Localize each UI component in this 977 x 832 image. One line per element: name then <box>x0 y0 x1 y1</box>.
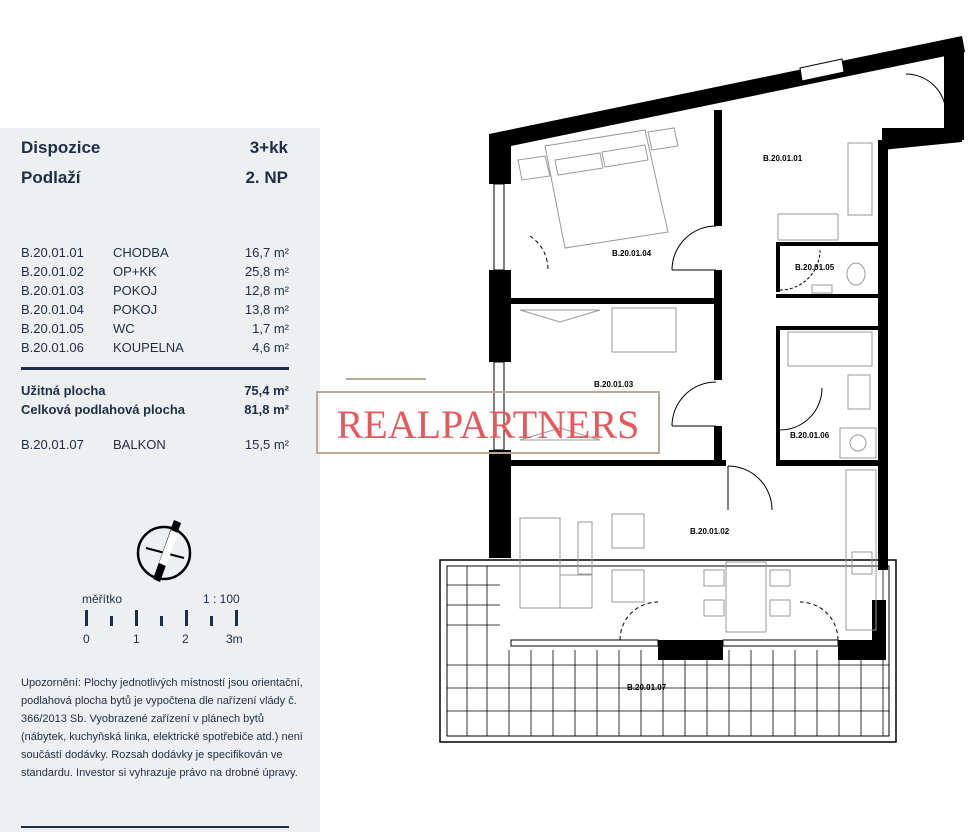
room-code: B.20.01.04 <box>21 302 84 317</box>
outer-walls <box>489 36 965 660</box>
room-area: 12,8 m² <box>244 283 289 298</box>
room-name: CHODBA <box>113 245 169 260</box>
disposition-label: Dispozice <box>21 138 101 157</box>
usable-area-value: 75,4 m² <box>244 383 289 398</box>
plan-label-wc: B.20.01.05 <box>795 263 835 272</box>
table-divider <box>21 367 289 370</box>
room-row: B.20.01.03 POKOJ 12,8 m² <box>21 283 289 300</box>
info-panel <box>0 128 320 832</box>
plan-label-chodba: B.20.01.01 <box>763 154 803 163</box>
room-row: B.20.01.01 CHODBA 16,7 m² <box>21 245 289 262</box>
room-row: B.20.01.05 WC 1,7 m² <box>21 321 289 338</box>
scale-tick-0: 0 <box>83 632 90 646</box>
scale-tick-3: 3m <box>226 632 243 646</box>
plan-label-op-kk: B.20.01.02 <box>690 527 730 536</box>
plan-label-pokoj-03: B.20.01.03 <box>594 380 634 389</box>
room-code: B.20.01.05 <box>21 321 84 336</box>
room-row: B.20.01.06 KOUPELNA 4,6 m² <box>21 340 289 357</box>
floor-value: 2. NP <box>245 168 288 187</box>
floor-area-label: Celková podlahová plocha <box>21 402 185 417</box>
disclaimer-note: Upozornění: Plochy jednotlivých místnost… <box>21 677 303 779</box>
compass-icon <box>136 520 192 582</box>
watermark-logo: REALPARTNERS <box>316 378 660 454</box>
plan-label-koupelna: B.20.01.06 <box>790 431 830 440</box>
room-name: OP+KK <box>113 264 157 279</box>
balcony-row: B.20.01.07 BALKON 15,5 m² <box>21 437 289 454</box>
room-row: B.20.01.04 POKOJ 13,8 m² <box>21 302 289 319</box>
room-code: B.20.01.06 <box>21 340 84 355</box>
room-code: B.20.01.03 <box>21 283 84 298</box>
room-area: 13,8 m² <box>244 302 289 317</box>
balcony-area: 15,5 m² <box>244 437 289 452</box>
plan-label-balkon: B.20.01.07 <box>627 683 667 692</box>
usable-area-label: Užitná plocha <box>21 383 106 398</box>
room-area: 16,7 m² <box>244 245 289 260</box>
scale-label: měřítko <box>82 592 123 606</box>
balcony-code: B.20.01.07 <box>21 437 84 452</box>
balcony-area <box>439 559 897 743</box>
floor-area-row: Celková podlahová plocha 81,8 m² <box>21 402 289 417</box>
plan-label-pokoj-04: B.20.01.04 <box>612 249 652 258</box>
scale-tick-1: 1 <box>133 632 140 646</box>
furniture <box>517 127 877 633</box>
room-code: B.20.01.02 <box>21 264 84 279</box>
doors <box>529 73 947 641</box>
floor-label: Podlaží <box>21 168 81 187</box>
room-name: KOUPELNA <box>113 340 184 355</box>
room-name: POKOJ <box>113 302 158 317</box>
room-area: 25,8 m² <box>244 264 289 279</box>
floor-area-value: 81,8 m² <box>244 402 289 417</box>
bottom-rule <box>21 826 289 828</box>
interior-walls <box>511 110 886 466</box>
room-name: POKOJ <box>113 283 158 298</box>
room-name: WC <box>113 321 135 336</box>
room-code: B.20.01.01 <box>21 245 84 260</box>
disposition-value: 3+kk <box>249 138 288 157</box>
room-area: 4,6 m² <box>252 340 289 355</box>
room-row: B.20.01.02 OP+KK 25,8 m² <box>21 264 289 281</box>
balcony-name: BALKON <box>113 437 166 452</box>
usable-area-row: Užitná plocha 75,4 m² <box>21 383 289 398</box>
room-area: 1,7 m² <box>252 321 289 336</box>
scale-tick-2: 2 <box>182 632 189 646</box>
watermark-text: REALPARTNERS <box>337 402 640 447</box>
scale-bar <box>85 610 238 626</box>
scale-ratio: 1 : 100 <box>203 592 240 606</box>
